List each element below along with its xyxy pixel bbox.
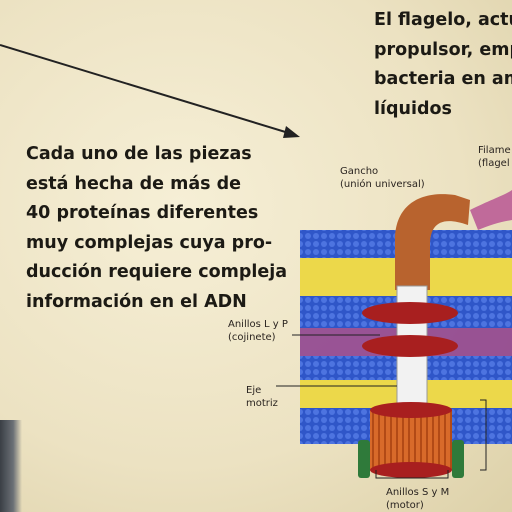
label-line: Gancho bbox=[340, 166, 379, 177]
top-note-line: bacteria en am bbox=[374, 69, 512, 89]
label-line: (motor) bbox=[386, 500, 424, 511]
l-ring bbox=[362, 302, 458, 324]
left-note-line: ducción requiere compleja bbox=[26, 262, 288, 282]
label-anillos-lp: Anillos L y P (cojinete) bbox=[228, 318, 288, 344]
left-note-line: información en el ADN bbox=[26, 291, 247, 312]
filament-shape bbox=[470, 190, 512, 230]
label-line: Eje bbox=[246, 385, 262, 396]
m-ring bbox=[370, 462, 452, 478]
left-note-line: está hecha de más de bbox=[26, 173, 242, 194]
motor-body bbox=[370, 410, 452, 470]
label-anillos-sm: Anillos S y M (motor) bbox=[386, 486, 449, 512]
bracket-right bbox=[480, 399, 487, 471]
top-note: El flagelo, actú propulsor, emp bacteria… bbox=[374, 6, 512, 124]
label-line: (cojinete) bbox=[228, 332, 276, 343]
frame-edge bbox=[0, 420, 22, 512]
label-gancho: Gancho (unión universal) bbox=[340, 165, 425, 191]
label-line: Anillos L y P bbox=[228, 319, 288, 330]
bracket-sm bbox=[375, 470, 449, 479]
label-line: Anillos S y M bbox=[386, 487, 450, 498]
pointer-arrowhead bbox=[283, 126, 300, 138]
top-note-line: El flagelo, actú bbox=[374, 10, 512, 30]
hook-shape bbox=[395, 194, 470, 290]
stator-right bbox=[452, 440, 464, 478]
left-note: Cada uno de las piezas está hecha de más… bbox=[26, 140, 306, 317]
label-eje: Eje motriz bbox=[246, 384, 278, 410]
label-line: Filame bbox=[478, 145, 511, 156]
left-note-line: muy complejas cuya pro- bbox=[26, 232, 273, 253]
p-ring bbox=[362, 335, 458, 357]
label-line: motriz bbox=[246, 398, 278, 409]
label-line: (unión universal) bbox=[340, 179, 425, 190]
pointer-arrow-line bbox=[0, 44, 293, 135]
top-note-line: líquidos bbox=[374, 98, 452, 119]
left-note-line: 40 proteínas diferentes bbox=[26, 203, 259, 223]
s-ring bbox=[370, 402, 452, 418]
top-note-line: propulsor, emp bbox=[374, 39, 512, 60]
label-line: (flagel bbox=[478, 158, 510, 169]
left-note-line: Cada uno de las piezas bbox=[26, 144, 252, 164]
label-filamento: Filame (flagel bbox=[478, 144, 511, 170]
stator-left bbox=[358, 440, 370, 478]
